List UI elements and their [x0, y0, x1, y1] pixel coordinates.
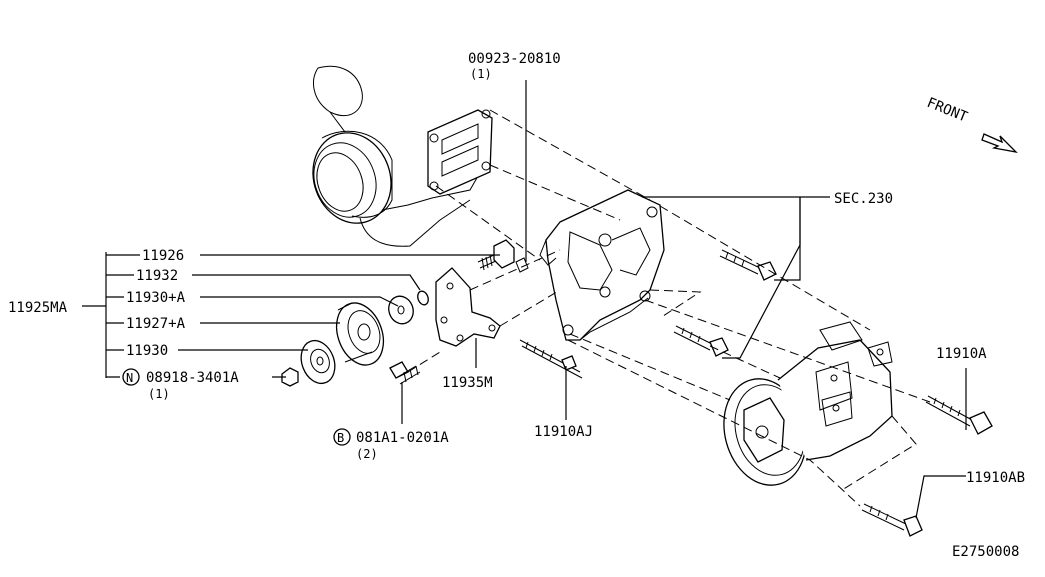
label-11925MA: 11925MA: [8, 300, 68, 316]
label-08918-3401A: 08918-3401A: [146, 370, 239, 386]
label-00923-20810: 00923-20810: [468, 51, 561, 67]
label-11926: 11926: [142, 248, 184, 264]
bolt-11910AB: [861, 503, 923, 537]
label-11910AB: 11910AB: [966, 470, 1025, 486]
adjusting-bolt-11926: [477, 239, 529, 273]
label-sec230: SEC.230: [834, 191, 893, 207]
label-11927-a: 11927+A: [126, 316, 186, 332]
diagram-code: E2750008: [952, 544, 1019, 560]
label-11910AJ: 11910AJ: [534, 424, 593, 440]
gasket-plate: [427, 109, 493, 195]
bolt-11910AJ: [519, 339, 583, 379]
label-11930-a: 11930+A: [126, 290, 186, 306]
leader-lines: [82, 80, 967, 519]
label-11930: 11930: [126, 343, 168, 359]
b-marker: B: [337, 431, 344, 445]
label-081A1-0201A-qty: (2): [356, 447, 378, 461]
bolt-11910A: [925, 395, 993, 435]
label-11935M: 11935M: [442, 375, 493, 391]
n-marker-circle: [122, 368, 140, 386]
label-08918-3401A-qty: (1): [148, 387, 170, 401]
front-label: FRONT: [925, 95, 971, 126]
b-marker-circle: [333, 428, 351, 446]
label-00923-20810-qty: (1): [470, 67, 492, 81]
idler-bracket-11935M: [435, 267, 501, 347]
idler-pulley-stack: [281, 290, 429, 387]
label-081A1-0201A: 081A1-0201A: [356, 430, 449, 446]
front-arrow-icon: [981, 133, 1018, 154]
compressor-bracket: [539, 189, 665, 341]
bolt-081A1-0201A: [389, 361, 421, 385]
ac-compressor: [723, 321, 893, 486]
alignment-dashed-lines: [407, 109, 931, 507]
n-marker: N: [126, 371, 133, 385]
label-11910A: 11910A: [936, 346, 987, 362]
engine-pulley-assembly: [312, 65, 479, 247]
label-11932: 11932: [136, 268, 178, 284]
